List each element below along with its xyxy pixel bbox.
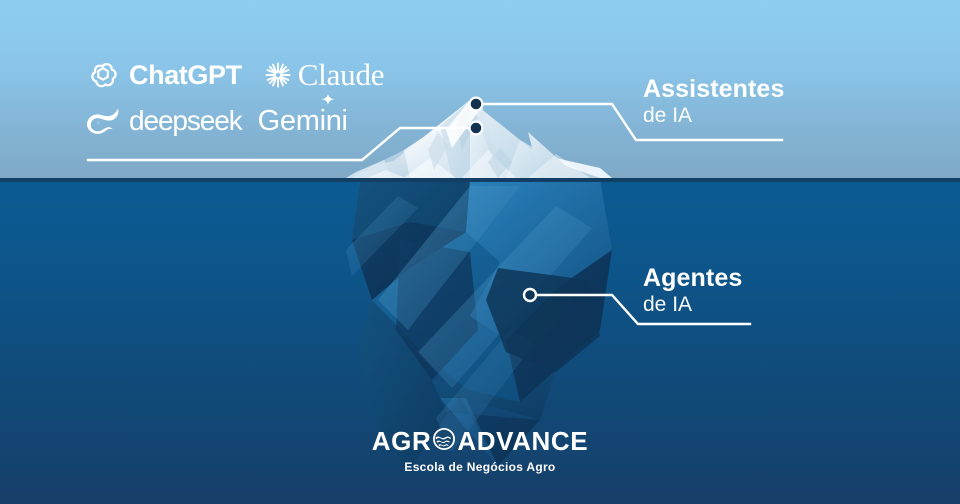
logo-chatgpt[interactable]: ChatGPT (86, 58, 242, 92)
logo-gemini[interactable]: Gemini (256, 93, 348, 138)
openai-logo-icon (86, 58, 120, 92)
logo-label-chatgpt: ChatGPT (129, 59, 242, 90)
iceberg-submerged (346, 182, 612, 470)
callout-assistentes: Assistentes de IA (643, 76, 784, 129)
logo-claude[interactable]: Claude (264, 57, 385, 93)
gemini-sparkle-icon (320, 91, 336, 107)
brand-word-part1: AGR (371, 426, 432, 456)
ai-tools-row-1: ChatGPT (86, 52, 385, 98)
logo-label-deepseek: deepseek (129, 105, 243, 136)
leader-line-left (86, 126, 478, 162)
waterline-divider (0, 178, 960, 182)
ai-tools-logo-cluster: ChatGPT (86, 52, 385, 144)
ai-tools-row-2: deepseek Gemini (86, 93, 376, 144)
brand-word-part2: ADVANCE (457, 426, 589, 456)
marker-dot-agentes[interactable] (522, 287, 538, 303)
deepseek-whale-icon (86, 106, 122, 136)
logo-label-gemini: Gemini (257, 104, 348, 137)
callout-subtitle-agentes: de IA (643, 292, 693, 316)
brand-wordmark: AGR ADVANCE (372, 427, 588, 455)
callout-title-assistentes: Assistentes (643, 75, 785, 103)
marker-dot-assistentes-lower[interactable] (468, 120, 484, 136)
leader-lines (86, 102, 784, 326)
brand-lockup: AGR ADVANCE Escola de Negócios Agro (0, 427, 960, 474)
iceberg-tip (346, 100, 612, 178)
callout-title-agentes: Agentes (643, 264, 743, 292)
leader-line-agentes (528, 293, 752, 326)
logo-label-claude: Claude (297, 57, 385, 92)
callout-agentes: Agentes de IA (643, 265, 742, 318)
claude-burst-icon (264, 61, 292, 89)
logo-deepseek[interactable]: deepseek (86, 105, 243, 137)
agro-advance-circle-icon (432, 427, 456, 455)
brand-tagline: Escola de Negócios Agro (404, 460, 556, 474)
marker-dot-assistentes-upper[interactable] (468, 96, 484, 112)
callout-markers (468, 96, 538, 303)
leader-line-assistentes (474, 102, 784, 142)
callout-subtitle-assistentes: de IA (643, 103, 693, 127)
